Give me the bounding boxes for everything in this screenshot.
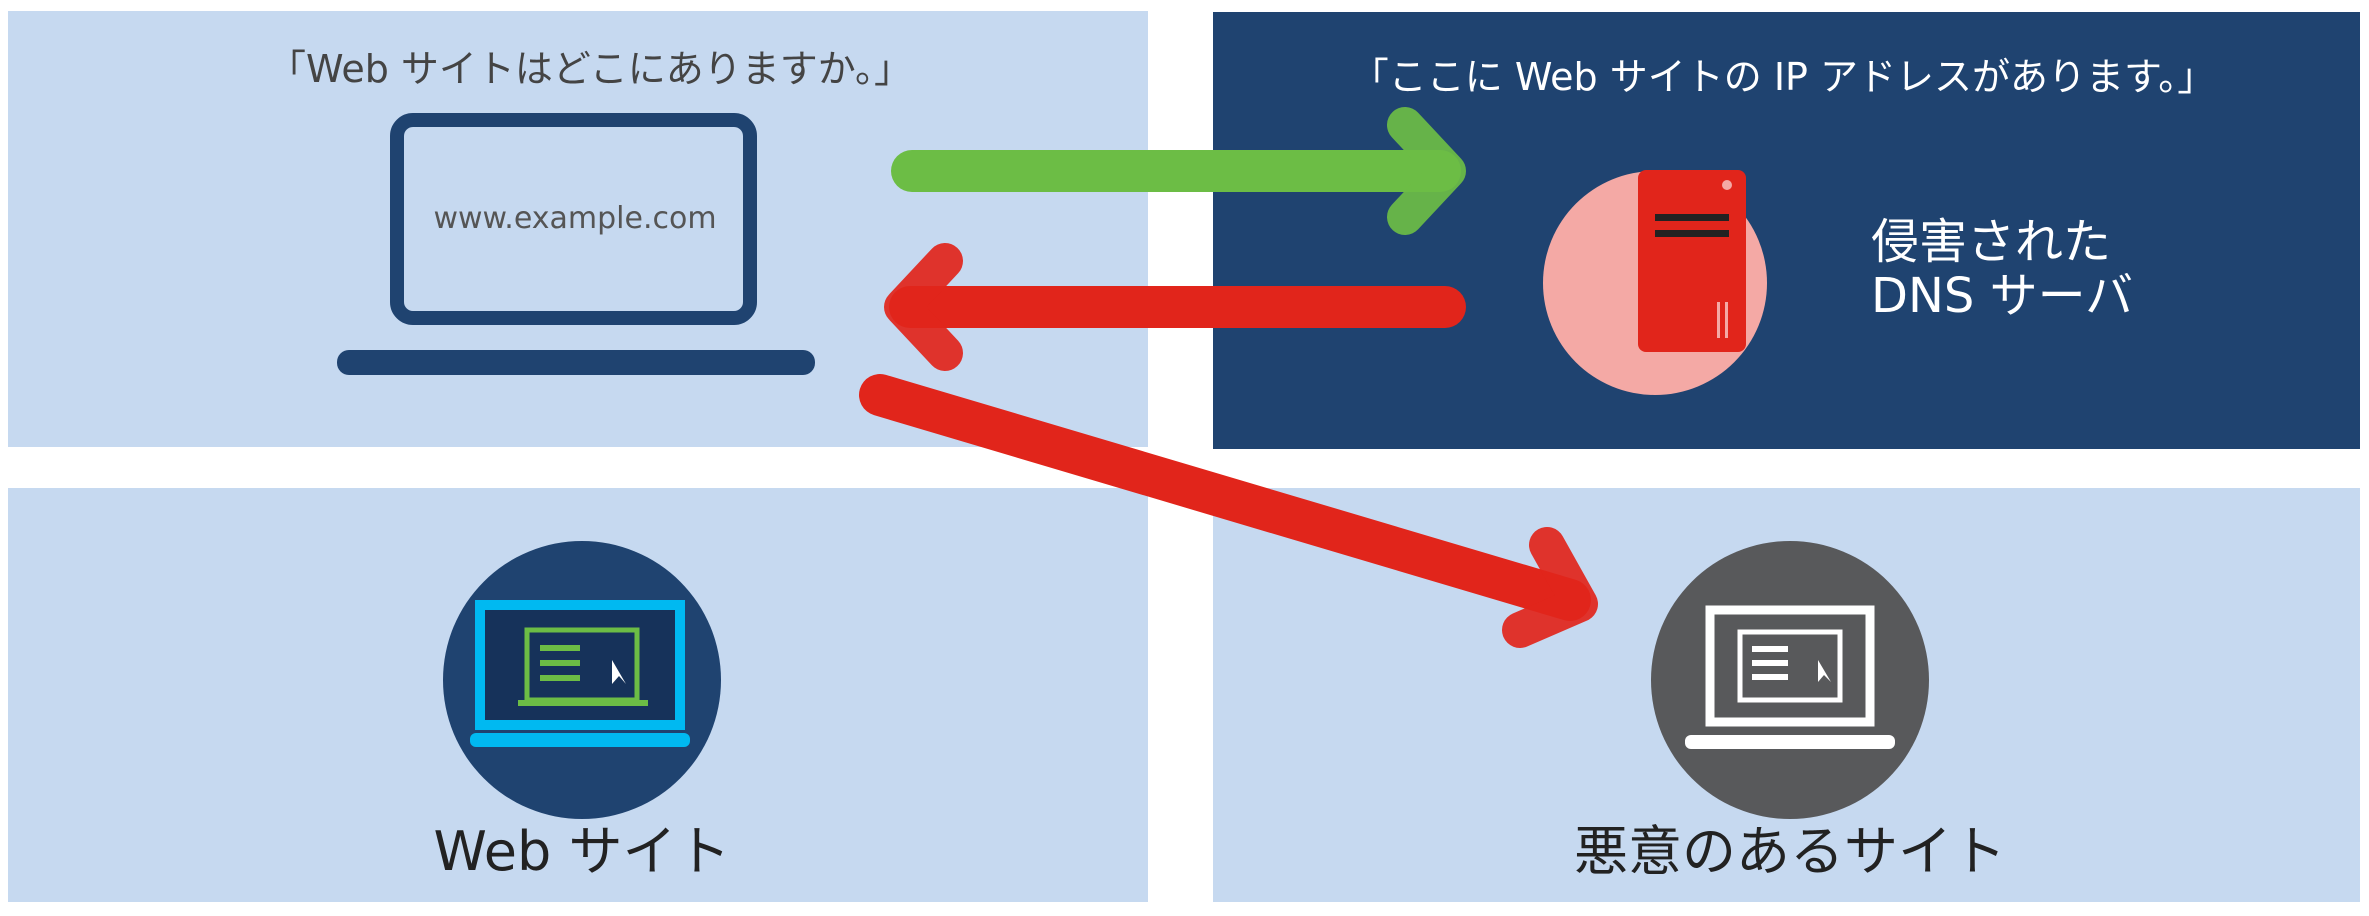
redirect-arrow-red: [859, 374, 1598, 648]
laptop-icon: [337, 113, 815, 375]
dns-label-line2: DNS サーバ: [1871, 268, 2133, 324]
malicious-site-icon: [1651, 541, 1929, 819]
response-arrow-red: [884, 243, 1466, 371]
url-text: www.example.com: [433, 201, 716, 236]
client-question: 「Web サイトはどこにありますか。」: [268, 47, 912, 91]
dns-label-line1: 侵害された: [1871, 214, 2111, 270]
query-arrow-green: [891, 107, 1466, 235]
server-icon: [1638, 170, 1746, 352]
dns-answer: 「ここに Web サイトの IP アドレスがあります。」: [1351, 55, 2216, 99]
legit-site-icon: [443, 541, 721, 819]
malicious-site-label: 悪意のあるサイト: [1574, 820, 2006, 883]
legit-site-label: Web サイト: [434, 820, 731, 883]
